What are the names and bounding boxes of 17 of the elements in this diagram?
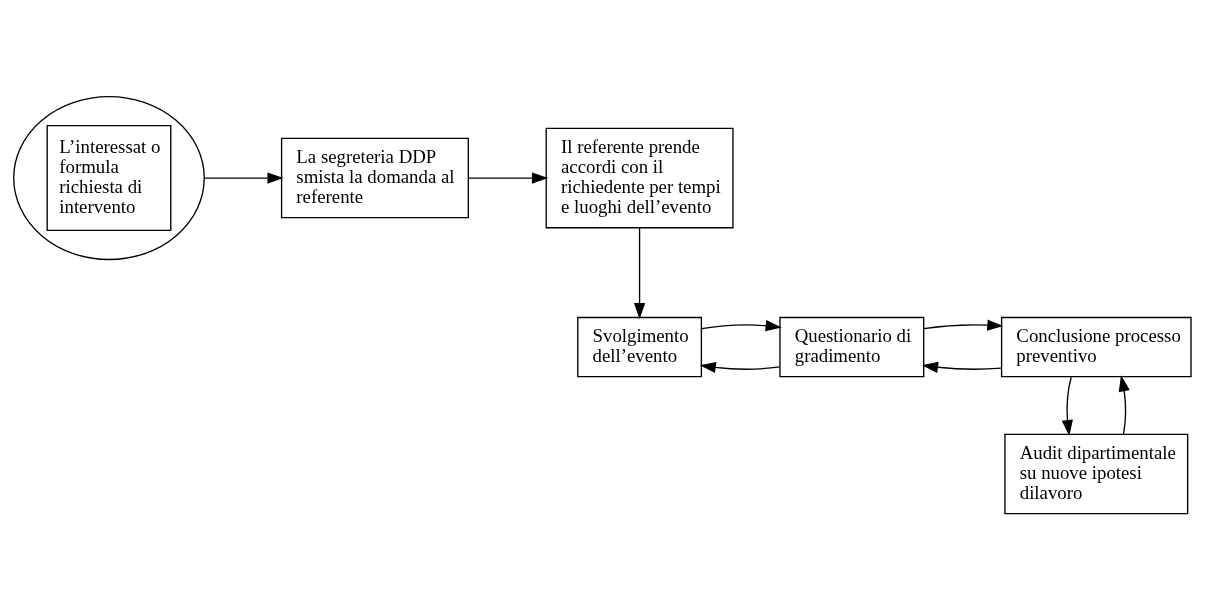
node-box: Audit dipartimentale su nuove ipotesi dilavoro <box>1004 433 1189 515</box>
node-box: Conclusione processo preventivo <box>1000 316 1192 378</box>
arrow <box>203 172 284 184</box>
arrow <box>701 320 782 332</box>
arrow <box>699 361 781 374</box>
node-box: Questionario di gradimento <box>779 316 925 378</box>
node-box: La segreteria DDP smista la domanda al referente <box>280 137 469 219</box>
node-box: Il referente prende accordi con il richiedente per tempi e luoghi dell’evento <box>545 127 734 229</box>
arrow <box>923 319 1004 331</box>
arrow <box>467 172 549 184</box>
arrow <box>1118 375 1130 435</box>
arrow <box>921 361 1003 373</box>
arrow <box>633 227 646 320</box>
arrow <box>1061 376 1073 437</box>
node-text: L’interessat o formula richiesta di intervento <box>59 135 161 218</box>
node-box: Svolgimento dell’evento <box>577 316 703 378</box>
cluster <box>13 95 205 261</box>
